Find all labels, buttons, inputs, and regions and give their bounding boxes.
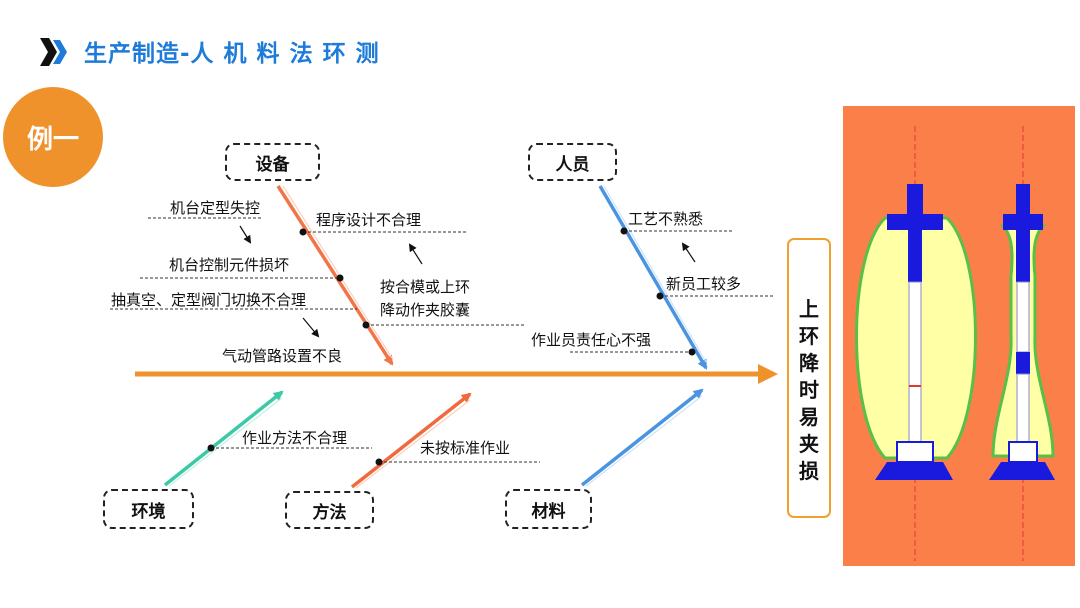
- category-people: 人员: [528, 143, 617, 181]
- people-bone: [598, 185, 708, 370]
- cause-label: 作业员责任心不强: [531, 331, 652, 349]
- effect-label: 上环降时易夹损: [799, 297, 819, 483]
- environment-bone: [163, 390, 284, 487]
- cause-label: 机台控制元件损坏: [169, 256, 290, 274]
- category-equipment: 设备: [225, 143, 320, 181]
- cause-label: 按合模或上环: [380, 278, 471, 296]
- method-bone: [350, 392, 472, 489]
- cause-label: 新员工较多: [666, 275, 742, 293]
- cause-label: 工艺不熟悉: [628, 210, 704, 228]
- material-bone: [580, 388, 704, 487]
- equipment-bone: [276, 185, 394, 366]
- spine-arrowhead: [758, 364, 778, 384]
- page-title: 生产制造-人 机 料 法 环 测: [84, 41, 380, 67]
- bladder-illustration: [855, 126, 1055, 561]
- cause-label: 气动管路设置不良: [222, 347, 343, 365]
- effect-box: [787, 238, 831, 518]
- category-environment: 环境: [103, 489, 194, 529]
- cause-label: 未按标准作业: [420, 439, 511, 457]
- cause-label: 作业方法不合理: [242, 429, 348, 447]
- cause-label: 机台定型失控: [170, 199, 261, 217]
- category-material: 材料: [505, 489, 592, 529]
- cause-label: 程序设计不合理: [316, 211, 422, 229]
- double-chevron-right-icon: [38, 36, 68, 72]
- category-method: 方法: [285, 491, 374, 529]
- example-badge: 例一: [3, 87, 103, 187]
- product-illustration-panel: [843, 106, 1075, 566]
- cause-label: 降动作夹胶囊: [380, 301, 471, 319]
- cause-label: 抽真空、定型阀门切换不合理: [111, 291, 307, 309]
